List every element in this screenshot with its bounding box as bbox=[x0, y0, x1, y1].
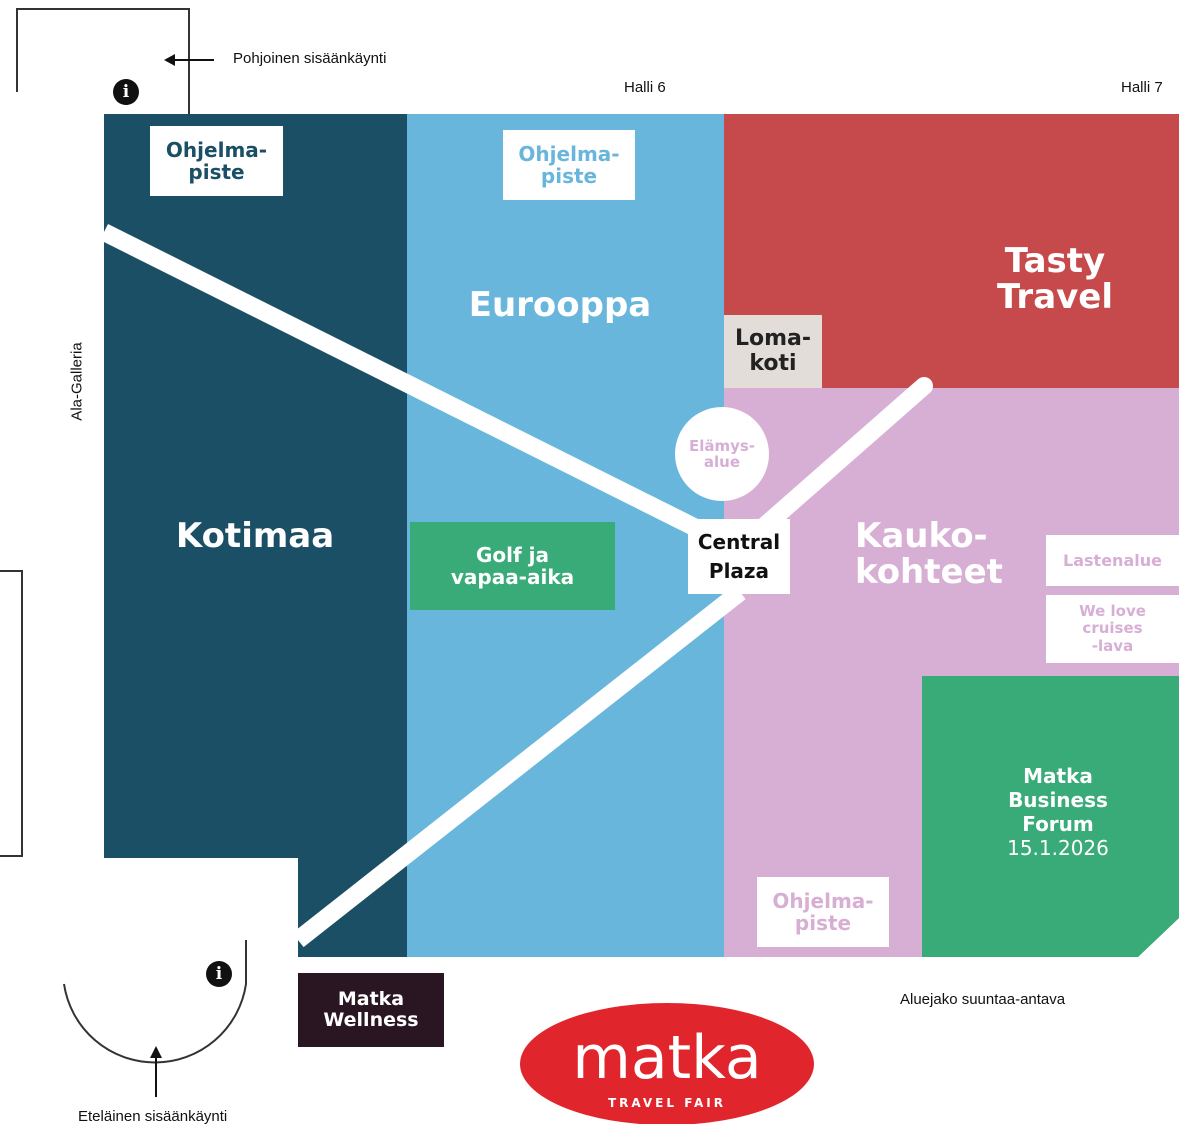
ohjelma-line-2: piste bbox=[188, 160, 245, 184]
ohjelma-line-2: piste bbox=[540, 164, 598, 188]
arrow-up-icon bbox=[150, 1046, 162, 1058]
info-icon[interactable]: i bbox=[206, 961, 232, 987]
forum-line-1: Matka bbox=[1023, 764, 1093, 788]
ohjelmapiste-kotimaa[interactable]: Ohjelma-piste bbox=[150, 126, 283, 196]
lomakoti-line-2: koti bbox=[749, 350, 797, 376]
wellness-line-2: Wellness bbox=[323, 1009, 419, 1031]
north-entrance-outline bbox=[16, 8, 190, 114]
zone-kotimaa[interactable] bbox=[104, 114, 407, 957]
forum-line-3: Forum bbox=[1022, 812, 1094, 836]
south-entrance-arc bbox=[63, 940, 247, 1064]
elamys-line-2: alue bbox=[703, 453, 741, 471]
ohjelmapiste-kauko[interactable]: Ohjelma-piste bbox=[757, 877, 889, 947]
zone-label-kaukokohteet: Kauko- kohteet bbox=[855, 516, 1015, 592]
ohjelma-line-1: Ohjelma- bbox=[518, 142, 620, 166]
tasty-line-1: Tasty bbox=[1004, 241, 1106, 281]
golf-line-2: vapaa-aika bbox=[450, 565, 575, 589]
hall-6-label: Halli 6 bbox=[624, 79, 666, 96]
ohjelma-line-1: Ohjelma- bbox=[165, 138, 268, 162]
ohjelma-line-1: Ohjelma- bbox=[772, 889, 874, 913]
south-entrance-label: Eteläinen sisäänkäynti bbox=[78, 1108, 228, 1125]
west-building-outline bbox=[0, 570, 23, 857]
arrow-left-icon bbox=[164, 54, 175, 66]
zone-business-forum[interactable] bbox=[922, 676, 1179, 957]
cruises-line-3: -lava bbox=[1091, 636, 1134, 655]
zone-label-eurooppa: Eurooppa bbox=[468, 285, 652, 325]
ohjelma-line-2: piste bbox=[794, 911, 852, 935]
walkway-south-diagonal bbox=[292, 584, 746, 948]
lomakoti-line-1: Loma- bbox=[734, 326, 812, 352]
ohjelmapiste-eurooppa[interactable]: Ohjelma-piste bbox=[503, 130, 635, 200]
central-line-2: Plaza bbox=[708, 558, 770, 583]
walkway-east-diagonal bbox=[751, 377, 933, 539]
logo-word: matka bbox=[572, 1023, 761, 1093]
elamys-line-1: Elämys- bbox=[688, 436, 756, 455]
walkway-north-diagonal bbox=[99, 223, 717, 545]
cruises-line-2: cruises bbox=[1082, 619, 1143, 638]
wellness-line-1: Matka bbox=[337, 988, 405, 1011]
disclaimer-note: Aluejako suuntaa-antava bbox=[900, 991, 1066, 1008]
forum-date: 15.1.2026 bbox=[1007, 836, 1109, 860]
info-icon[interactable]: i bbox=[113, 79, 139, 105]
north-entrance-label: Pohjoinen sisäänkäynti bbox=[233, 50, 387, 67]
central-line-1: Central bbox=[697, 529, 781, 554]
cruises-line-1: We love bbox=[1079, 602, 1146, 621]
elamysalue[interactable]: Elämys-alue bbox=[675, 407, 769, 501]
hall-7-label: Halli 7 bbox=[1121, 79, 1163, 96]
logo-ellipse bbox=[520, 1003, 814, 1124]
logo-subtitle: TRAVEL FAIR bbox=[608, 1096, 726, 1110]
tasty-line-2: Travel bbox=[996, 276, 1114, 317]
forum-line-2: Business bbox=[1008, 788, 1108, 812]
kauko-line-1: Kauko- bbox=[855, 516, 988, 556]
business-forum-label: Matka Business Forum 15.1.2026 bbox=[960, 757, 1156, 867]
kauko-line-2: kohteet bbox=[855, 551, 1003, 592]
lastenalue[interactable]: Lastenalue bbox=[1046, 535, 1179, 586]
golf-line-1: Golf ja bbox=[475, 543, 549, 567]
ala-galleria-label: Ala-Galleria bbox=[68, 342, 86, 421]
zone-label-kotimaa: Kotimaa bbox=[175, 516, 335, 556]
zone-lomakoti[interactable]: Loma-koti bbox=[724, 315, 822, 388]
zone-label-tasty-travel: Tasty Travel bbox=[970, 241, 1140, 317]
